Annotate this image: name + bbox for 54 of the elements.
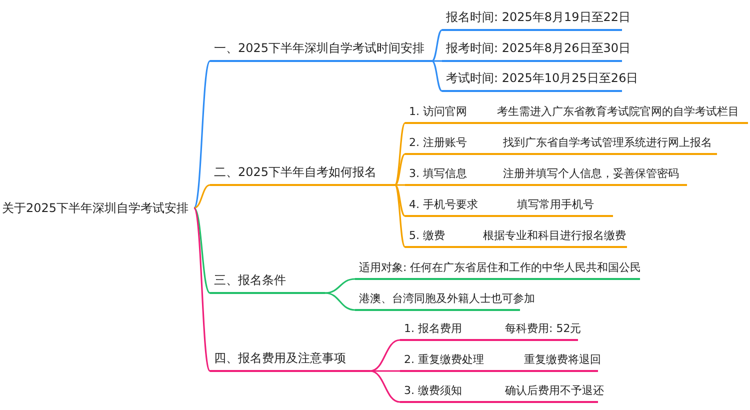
topic-label: 1. 报名费用: [404, 321, 462, 336]
topic-label: 5. 缴费: [409, 228, 445, 243]
connector-line: [193, 207, 211, 294]
topic-node: [355, 260, 640, 280]
detail-text: 重复缴费将退回: [524, 352, 601, 367]
detail-text: 注册并填写个人信息，妥善保管密码: [503, 166, 679, 181]
topic-node: [210, 166, 395, 186]
connector-line: [432, 29, 442, 62]
connector-line: [370, 370, 400, 403]
topic-label: 1. 访问官网: [409, 104, 467, 119]
topic-label: 一、2025下半年深圳自学考试时间安排: [214, 40, 425, 57]
detail-text: 每科费用: 52元: [505, 321, 582, 336]
topic-label: 报考时间: 2025年8月26日至30日: [446, 40, 631, 57]
connector-line: [193, 60, 211, 208]
topic-node: [210, 352, 370, 372]
connector-line: [432, 60, 442, 62]
connector-line: [432, 60, 442, 92]
topic-node: [400, 352, 598, 372]
detail-text: 填写常用手机号: [517, 197, 594, 212]
connector-line: [193, 208, 211, 372]
topic-label: 2. 重复缴费处理: [404, 352, 484, 367]
topic-node: [405, 135, 717, 155]
topic-node: [405, 197, 613, 217]
connector-line: [324, 292, 356, 311]
topic-label: 考试时间: 2025年10月25日至26日: [446, 70, 638, 87]
detail-text: 考生需进入广东省教育考试院官网的自学考试栏目: [497, 104, 739, 119]
connector-line: [394, 184, 406, 217]
detail-text: 确认后费用不予退还: [505, 383, 604, 398]
connector-line: [394, 153, 406, 186]
connector-line: [394, 122, 406, 186]
topic-node: [405, 166, 687, 186]
topic-label: 三、报名条件: [214, 272, 286, 289]
topic-node: [210, 274, 325, 294]
detail-text: 根据专业和科目进行报名缴费: [483, 228, 626, 243]
topic-node: [405, 228, 627, 248]
topic-label: 3. 缴费须知: [404, 383, 462, 398]
topic-label: 3. 填写信息: [409, 166, 467, 181]
topic-label: 港澳、台湾同胞及外籍人士也可参加: [359, 291, 535, 306]
topic-label: 二、2025下半年自考如何报名: [214, 164, 377, 181]
detail-text: 找到广东省自学考试管理系统进行网上报名: [503, 135, 712, 150]
topic-node: [210, 42, 432, 62]
topic-label: 2. 注册账号: [409, 135, 467, 150]
connector-line: [370, 370, 400, 372]
topic-node: [405, 104, 748, 124]
topic-label: 报名时间: 2025年8月19日至22日: [446, 9, 631, 26]
topic-label: 四、报名费用及注意事项: [214, 350, 346, 367]
topic-label: 4. 手机号要求: [409, 197, 478, 212]
connector-line: [370, 339, 400, 372]
connector-line: [394, 184, 406, 248]
connector-line: [324, 278, 356, 294]
topic-label: 适用对象: 任何在广东省居住和工作的中华人民共和国公民: [359, 260, 642, 275]
connector-line: [194, 184, 210, 209]
central-topic: 关于2025下半年深圳自学考试安排: [2, 198, 194, 218]
connector-line: [395, 184, 405, 186]
